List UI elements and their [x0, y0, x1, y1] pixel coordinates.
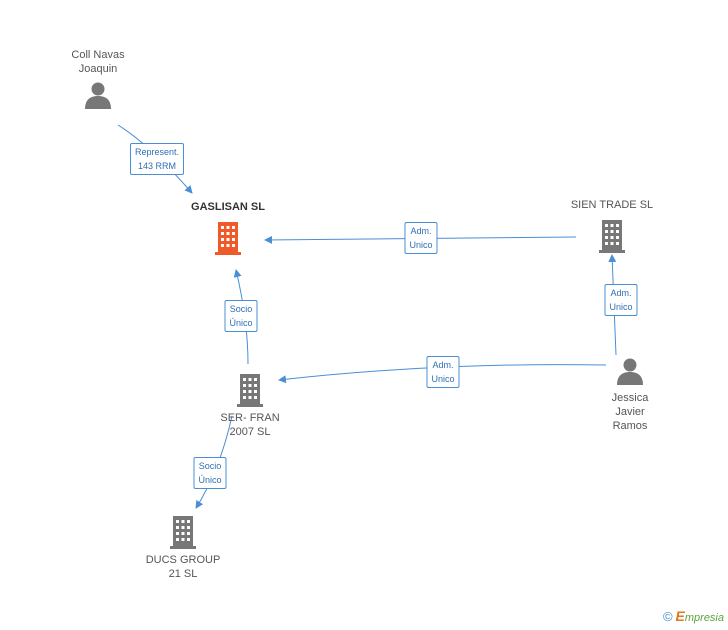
edge-label-represent[interactable]: Represent. 143 RRM — [129, 143, 185, 175]
edge-label-socio-unico-serfran[interactable]: Socio Único — [224, 300, 258, 332]
company-node-gaslisan[interactable]: GASLISAN SL — [178, 200, 278, 256]
person-node-jessica-javier-ramos[interactable]: Jessica Javier Ramos — [588, 356, 672, 433]
building-icon — [237, 374, 263, 407]
node-label: DUCS GROUP 21 SL — [145, 554, 221, 580]
company-node-ser-fran[interactable]: SER- FRAN 2007 SL — [200, 372, 300, 439]
edge-label-adm-unico-sien[interactable]: Adm. Unico — [404, 222, 438, 254]
node-label: SER- FRAN 2007 SL — [220, 412, 280, 438]
building-icon-highlighted — [215, 222, 241, 255]
building-icon — [170, 516, 196, 549]
node-label: Jessica Javier Ramos — [611, 392, 649, 432]
person-icon — [85, 82, 111, 109]
building-icon — [599, 220, 625, 253]
copyright-icon: © — [662, 608, 673, 624]
empresia-brand[interactable]: © Empresia — [663, 608, 724, 624]
node-label: GASLISAN SL — [191, 201, 265, 213]
edge-label-adm-unico-jessica-serfran[interactable]: Adm. Unico — [426, 356, 460, 388]
person-icon — [617, 358, 643, 385]
node-label: Coll Navas Joaquin — [71, 49, 125, 75]
node-label: SIEN TRADE SL — [570, 199, 654, 211]
edge-label-socio-unico-ducs[interactable]: Socio Único — [193, 457, 227, 489]
brand-logo: Empresia — [675, 608, 724, 624]
edge-label-adm-unico-jessica-sien[interactable]: Adm. Unico — [604, 284, 638, 316]
company-node-sien-trade[interactable]: SIEN TRADE SL — [556, 198, 668, 254]
company-node-ducs-group[interactable]: DUCS GROUP 21 SL — [133, 514, 233, 581]
person-node-coll-navas[interactable]: Coll Navas Joaquin — [48, 48, 148, 110]
